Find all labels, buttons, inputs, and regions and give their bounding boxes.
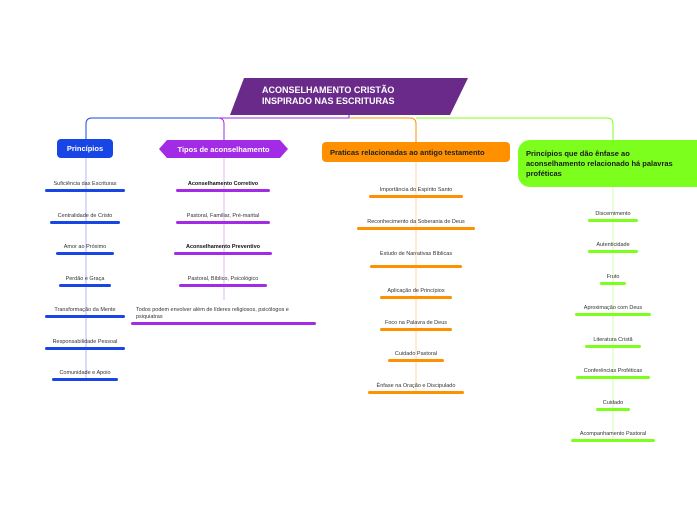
root-topic[interactable]: ACONSELHAMENTO CRISTÃO INSPIRADO NAS ESC…	[230, 78, 468, 115]
branch-tipos-aconselhamento[interactable]: Tipos de aconselhamento	[159, 140, 288, 158]
leaf-profeticos-2[interactable]: Autenticidade	[596, 242, 630, 248]
leaf-praticas-5[interactable]: Foco na Palavra de Deus	[384, 320, 448, 326]
leaf-tipos-4[interactable]: Pastoral, Bíblico, Psicológico	[187, 276, 259, 282]
leaf-principios-4[interactable]: Perdão e Graça	[65, 276, 105, 282]
leaf-praticas-6[interactable]: Cuidado Pastoral	[394, 351, 438, 357]
leaf-underline	[576, 376, 650, 379]
leaf-underline	[59, 284, 111, 287]
leaf-principios-3[interactable]: Amor ao Próximo	[63, 244, 107, 250]
branch-principios-profeticos[interactable]: Princípios que dão ênfase ao aconselhame…	[518, 140, 697, 187]
leaf-profeticos-8[interactable]: Acompanhamento Pastoral	[579, 431, 647, 437]
leaf-underline	[380, 328, 452, 331]
leaf-underline	[176, 189, 270, 192]
leaf-principios-7[interactable]: Comunidade e Apoio	[59, 370, 111, 376]
leaf-underline	[588, 250, 638, 253]
leaf-praticas-3[interactable]: Estudo de Narrativas Bíblicas	[379, 251, 453, 257]
root-title-line1: ACONSELHAMENTO CRISTÃO	[262, 85, 395, 95]
leaf-underline	[45, 347, 125, 350]
leaf-tipos-1[interactable]: Aconselhamento Corretivo	[187, 181, 259, 187]
leaf-praticas-4[interactable]: Aplicação de Princípios	[387, 288, 445, 294]
leaf-underline	[45, 315, 125, 318]
leaf-profeticos-1[interactable]: Discernimento	[595, 211, 631, 217]
leaf-praticas-1[interactable]: Importância do Espírito Santo	[379, 187, 453, 193]
leaf-principios-6[interactable]: Responsabilidade Pessoal	[52, 339, 118, 345]
leaf-underline	[388, 359, 444, 362]
leaf-principios-2[interactable]: Centralidade de Cristo	[57, 213, 113, 219]
leaf-underline	[368, 391, 464, 394]
leaf-underline	[179, 284, 267, 287]
leaf-underline	[596, 408, 630, 411]
leaf-praticas-2[interactable]: Reconhecimento da Soberania de Deus	[367, 219, 465, 225]
leaf-tipos-3[interactable]: Aconselhamento Preventivo	[186, 244, 260, 250]
leaf-underline	[174, 252, 272, 255]
leaf-underline	[52, 378, 118, 381]
leaf-principios-1[interactable]: Suficiência das Escrituras	[53, 181, 117, 187]
branch-praticas-antigo-testamento[interactable]: Praticas relacionadas ao antigo testamen…	[322, 142, 510, 162]
leaf-underline	[370, 265, 462, 268]
leaf-profeticos-5[interactable]: Literatura Cristã	[593, 337, 633, 343]
leaf-underline	[575, 313, 651, 316]
leaf-underline	[56, 252, 114, 255]
leaf-underline	[585, 345, 641, 348]
leaf-underline	[571, 439, 655, 442]
leaf-underline	[176, 221, 270, 224]
leaf-principios-5[interactable]: Transformação da Mente	[54, 307, 116, 313]
leaf-underline	[380, 296, 452, 299]
leaf-praticas-7[interactable]: Ênfase na Oração e Discipulado	[376, 383, 456, 389]
leaf-underline	[588, 219, 638, 222]
branch-principios[interactable]: Princípios	[57, 139, 113, 158]
leaf-tipos-5[interactable]: Todos podem envolver além de líderes rel…	[136, 307, 289, 320]
leaf-profeticos-6[interactable]: Conferências Proféticas	[583, 368, 643, 374]
leaf-underline	[131, 322, 316, 325]
leaf-underline	[45, 189, 125, 192]
leaf-underline	[369, 195, 463, 198]
leaf-profeticos-7[interactable]: Cuidado	[602, 400, 624, 406]
leaf-underline	[600, 282, 626, 285]
leaf-tipos-2[interactable]: Pastoral, Familiar, Pré-marital	[186, 213, 260, 219]
leaf-profeticos-3[interactable]: Fruto	[606, 274, 620, 280]
leaf-underline	[357, 227, 475, 230]
root-title-line2: INSPIRADO NAS ESCRITURAS	[262, 96, 395, 106]
leaf-underline	[50, 221, 120, 224]
leaf-profeticos-4[interactable]: Aproximação com Deus	[583, 305, 643, 311]
